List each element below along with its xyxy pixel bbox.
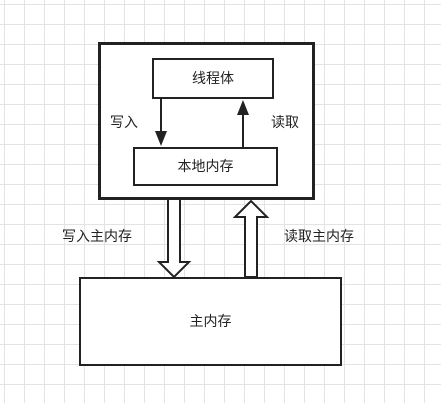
main-memory-box: 主内存 <box>79 277 342 366</box>
thread-body-label: 线程体 <box>192 70 234 87</box>
local-memory-label: 本地内存 <box>177 158 234 175</box>
read-main-memory-arrow <box>232 199 270 278</box>
write-arrow <box>155 99 167 146</box>
write-main-memory-label: 写入主内存 <box>62 229 132 245</box>
read-main-memory-label: 读取主内存 <box>284 229 354 245</box>
local-memory-box: 本地内存 <box>133 147 278 186</box>
write-label: 写入 <box>110 115 138 131</box>
main-memory-label: 主内存 <box>189 313 232 330</box>
read-arrow <box>237 100 249 147</box>
write-main-memory-arrow <box>156 198 192 279</box>
read-label: 读取 <box>271 115 299 131</box>
thread-body-box: 线程体 <box>152 58 274 99</box>
